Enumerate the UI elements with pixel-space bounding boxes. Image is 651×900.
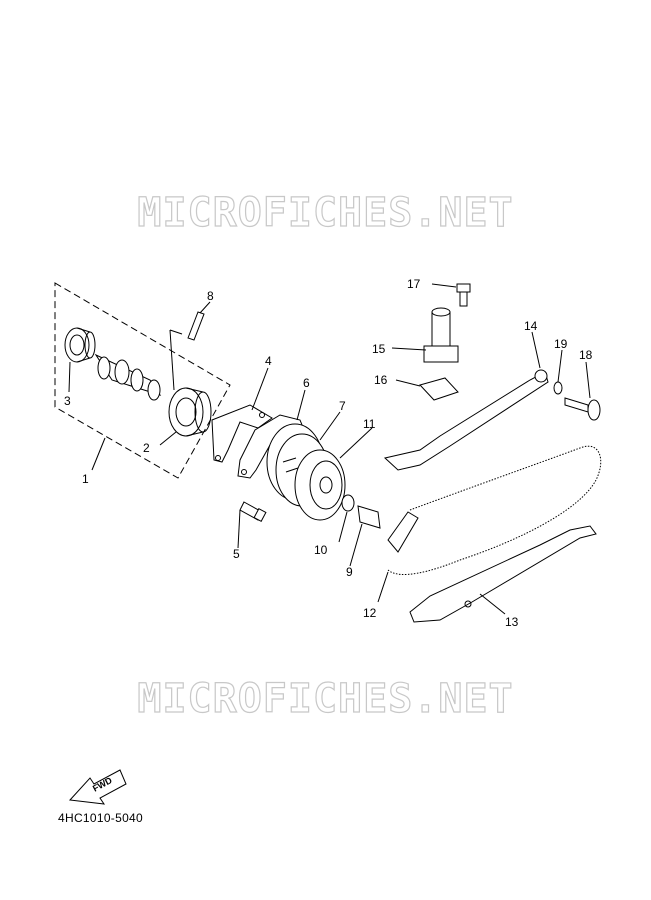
fwd-arrow-icon: FWD: [70, 770, 126, 804]
watermark-top: MICROFICHES.NET: [137, 189, 514, 236]
callout-14: 14: [524, 319, 538, 333]
sprocket-gear: [295, 450, 345, 520]
bearing-small: [65, 328, 95, 362]
callout-13: 13: [505, 615, 519, 629]
bolt-5: [240, 502, 266, 521]
callout-12: 12: [363, 606, 377, 620]
callout-6: 6: [303, 376, 310, 390]
callout-18: 18: [579, 348, 593, 362]
callout-10: 10: [314, 543, 328, 557]
callout-16: 16: [374, 373, 388, 387]
callout-4: 4: [265, 354, 272, 368]
bolt-17: [457, 284, 470, 306]
callout-2: 2: [143, 441, 150, 455]
cam-chain: [388, 446, 601, 574]
callout-7: 7: [339, 399, 346, 413]
chain-tensioner: [424, 308, 458, 362]
camshaft: [96, 330, 182, 400]
callout-11: 11: [363, 417, 376, 431]
tensioner-guide: [385, 370, 548, 470]
callout-15: 15: [372, 342, 386, 356]
washer: [342, 495, 354, 511]
bolt-9: [358, 506, 380, 528]
chain-guide: [410, 526, 596, 622]
bolt-18: [565, 398, 600, 420]
callout-9: 9: [346, 565, 353, 579]
gasket: [420, 378, 458, 400]
callout-17: 17: [407, 277, 421, 291]
o-ring: [554, 382, 562, 394]
retainer-plate: [212, 405, 272, 462]
callout-8: 8: [207, 289, 214, 303]
callout-19: 19: [554, 337, 568, 351]
callout-1: 1: [82, 472, 89, 486]
bearing-large: [169, 388, 211, 436]
dowel-pin: [188, 312, 204, 340]
callout-3: 3: [64, 394, 71, 408]
callout-5: 5: [233, 547, 240, 561]
document-number: 4HC1010-5040: [58, 811, 143, 825]
watermark-bottom: MICROFICHES.NET: [137, 675, 514, 722]
